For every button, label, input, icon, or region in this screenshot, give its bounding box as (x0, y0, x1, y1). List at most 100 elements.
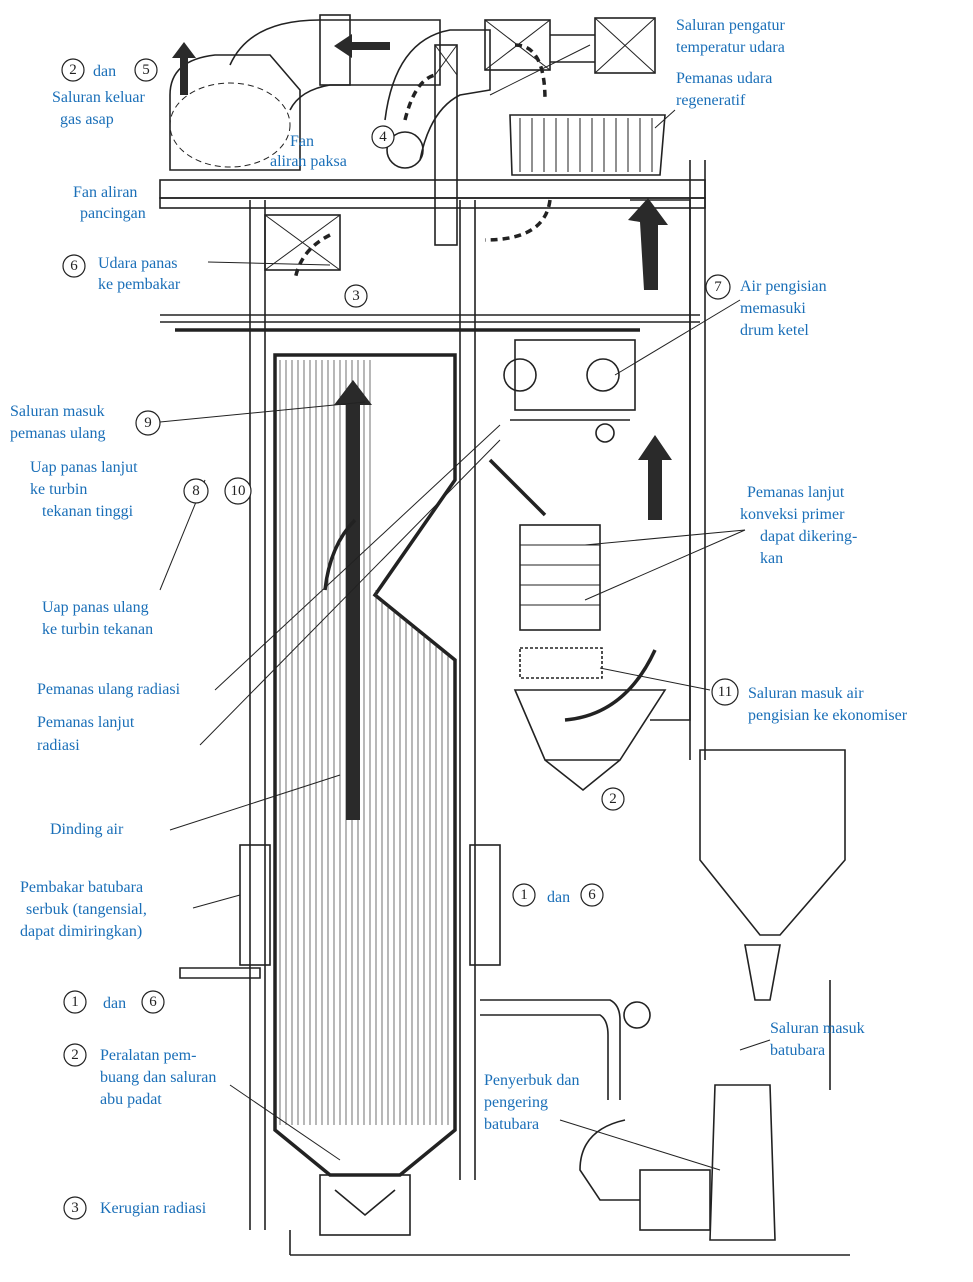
svg-text:6: 6 (149, 994, 157, 1010)
label-forced-fan-2: aliran paksa (270, 153, 347, 170)
dashed-temp-arrow (514, 43, 547, 101)
marker-2-hopper: 2 (601, 787, 625, 811)
label-induced-fan-1: Fan aliran (73, 184, 137, 201)
marker-2-top: 2 (61, 58, 85, 82)
label-superheat-hp-1: Uap panas lanjut (30, 459, 138, 476)
svg-text:6: 6 (588, 887, 596, 903)
label-pulverizer-2: pengering (484, 1094, 548, 1111)
svg-text:3: 3 (71, 1200, 79, 1216)
label-reheater-inlet-2: pemanas ulang (10, 425, 106, 442)
marker-10: 10 (224, 477, 252, 505)
label-radiant-sh-2: radiasi (37, 737, 80, 754)
flow-arrows (172, 34, 672, 820)
label-feedwater-2: memasuki (740, 300, 806, 317)
air-heater-fins (519, 118, 653, 172)
label-radiation-loss: Kerugian radiasi (100, 1200, 207, 1217)
label-exhaust-duct-1: Saluran keluar (52, 89, 146, 106)
label-ash-1: Peralatan pem- (100, 1047, 196, 1064)
svg-text:3: 3 (352, 288, 360, 304)
label-superheat-hp-2: ke turbin (30, 481, 87, 498)
svg-text:9: 9 (144, 415, 152, 431)
svg-text:2: 2 (69, 62, 77, 78)
marker-6-hot-air: 6 (62, 254, 86, 278)
marker-3-top: 3 (344, 284, 368, 308)
label-convection-sh-3: dapat dikering- (760, 528, 857, 545)
water-wall-tubes (279, 360, 449, 1125)
marker-8: 8 (183, 478, 209, 504)
label-air-heater-2: regeneratif (676, 92, 746, 109)
label-reheat-turbine-1: Uap panas ulang (42, 599, 149, 616)
curve-arrow-conv (488, 458, 547, 517)
svg-text:4: 4 (379, 129, 387, 145)
labels: dan Saluran keluar gas asap Fan aliran p… (10, 17, 908, 1217)
label-coal-inlet-1: Saluran masuk (770, 1020, 865, 1037)
marker-6-mid: 6 (580, 883, 604, 907)
label-economiser-inlet-2: pengisian ke ekonomiser (748, 707, 908, 724)
label-refs-left: dan (103, 995, 126, 1012)
label-reheater-inlet-1: Saluran masuk (10, 403, 105, 420)
label-burner-1: Pembakar batubara (20, 879, 143, 896)
marker-7: 7 (705, 274, 731, 300)
label-exhaust-refs: dan (93, 63, 116, 80)
label-burner-3: dapat dimiringkan) (20, 923, 142, 940)
svg-text:2: 2 (609, 791, 617, 807)
label-induced-fan-2: pancingan (80, 205, 146, 222)
label-burner-2: serbuk (tangensial, (26, 901, 147, 918)
label-forced-fan-1: Fan (290, 133, 314, 150)
top-up-arrow (628, 198, 668, 290)
label-coal-inlet-2: batubara (770, 1042, 825, 1059)
label-ash-2: buang dan saluran (100, 1069, 216, 1086)
svg-text:5: 5 (142, 62, 150, 78)
label-radiant-reheater: Pemanas ulang radiasi (37, 681, 181, 698)
label-burner-refs: dan (547, 889, 570, 906)
label-temp-duct-2: temperatur udara (676, 39, 785, 56)
label-hot-air-2: ke pembakar (98, 276, 181, 293)
marker-1-mid: 1 (512, 883, 536, 907)
label-superheat-hp-3: tekanan tinggi (42, 503, 134, 520)
curve-arrow-furnace (323, 518, 357, 591)
leader-lines (159, 44, 771, 1171)
marker-4: 4 (371, 125, 395, 149)
dashed-hot-air-arrow (293, 233, 331, 281)
marker-5-top: 5 (134, 58, 158, 82)
svg-text:1: 1 (71, 994, 79, 1010)
label-exhaust-duct-2: gas asap (60, 111, 114, 128)
svg-text:10: 10 (231, 483, 246, 499)
label-pulverizer-1: Penyerbuk dan (484, 1072, 580, 1089)
boiler-structure (159, 14, 850, 1256)
marker-1-left: 1 (63, 990, 87, 1014)
svg-text:6: 6 (70, 258, 78, 274)
svg-text:7: 7 (714, 279, 722, 295)
label-radiant-sh-1: Pemanas lanjut (37, 714, 135, 731)
label-reheat-turbine-2: ke turbin tekanan (42, 621, 153, 638)
svg-text:8: 8 (192, 483, 200, 499)
label-feedwater-3: drum ketel (740, 322, 809, 339)
label-ash-3: abu padat (100, 1091, 162, 1108)
dashed-lower-arrow (484, 199, 552, 242)
superheater-up-arrow (334, 380, 372, 820)
marker-9: 9 (135, 410, 161, 436)
label-air-heater-1: Pemanas udara (676, 70, 772, 87)
exhaust-up-arrow (172, 42, 196, 95)
label-temp-duct-1: Saluran pengatur (676, 17, 786, 34)
marker-2-left: 2 (63, 1043, 87, 1067)
label-convection-sh-4: kan (760, 550, 783, 567)
label-feedwater-1: Air pengisian (740, 278, 827, 295)
svg-text:11: 11 (718, 684, 732, 700)
second-pass-up-arrow (638, 435, 672, 520)
label-convection-sh-1: Pemanas lanjut (747, 484, 845, 501)
curve-arrow-eco (564, 649, 657, 722)
marker-6-left: 6 (141, 990, 165, 1014)
label-convection-sh-2: konveksi primer (740, 506, 845, 523)
label-pulverizer-3: batubara (484, 1116, 539, 1133)
label-hot-air-1: Udara panas (98, 255, 178, 272)
marker-11: 11 (711, 678, 739, 706)
label-water-wall: Dinding air (50, 821, 124, 838)
svg-text:2: 2 (71, 1047, 79, 1063)
svg-text:1: 1 (520, 887, 528, 903)
markers: 2 5 4 6 3 7 9 8 10 11 2 1 6 1 6 2 3 (61, 58, 739, 1220)
marker-3-left: 3 (63, 1196, 87, 1220)
label-economiser-inlet-1: Saluran masuk air (748, 685, 864, 702)
duct-left-arrow (334, 34, 390, 58)
